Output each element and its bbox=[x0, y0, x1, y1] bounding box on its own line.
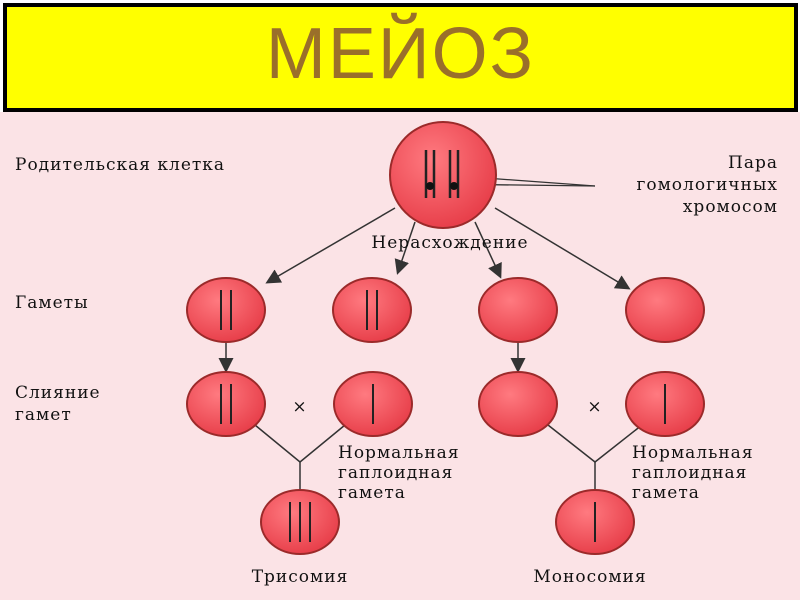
label-gametes: Гаметы bbox=[15, 293, 89, 313]
label-nondisjunction: Нерасхождение bbox=[371, 233, 528, 253]
label-normal-left-line2: гаплоидная bbox=[338, 463, 453, 483]
label-normal-right-line1: Нормальная bbox=[632, 443, 754, 463]
label-normal-left-line1: Нормальная bbox=[338, 443, 460, 463]
label-fusion-line1: Слияние bbox=[15, 383, 101, 403]
label-fusion-line2: гамет bbox=[15, 405, 72, 425]
gamete-4 bbox=[625, 277, 705, 343]
label-normal-left-line3: гамета bbox=[338, 483, 406, 503]
fusion-gamete-left-normal bbox=[333, 371, 413, 437]
label-pair-line3: хромосом bbox=[683, 197, 778, 217]
cross-symbol-right: × bbox=[587, 397, 602, 417]
label-parent-cell: Родительская клетка bbox=[15, 155, 225, 175]
label-normal-right-line3: гамета bbox=[632, 483, 700, 503]
trisomy-cell bbox=[260, 489, 340, 555]
gamete-to-fusion-arrows bbox=[218, 340, 526, 373]
gamete-1 bbox=[186, 277, 266, 343]
centromere-left bbox=[426, 182, 434, 190]
label-trisomy: Трисомия bbox=[252, 567, 349, 587]
page-title: МЕЙОЗ bbox=[265, 14, 536, 94]
parent-to-gamete-arrows bbox=[265, 207, 631, 290]
parent-cell bbox=[389, 121, 497, 229]
label-pair-line1: Пара bbox=[728, 153, 778, 173]
fusion-gamete-left-disomic bbox=[186, 371, 266, 437]
cross-symbol-left: × bbox=[292, 397, 307, 417]
centromere-right bbox=[450, 182, 458, 190]
label-monosomy: Моносомия bbox=[533, 567, 646, 587]
fusion-connectors bbox=[254, 424, 643, 492]
gamete-3 bbox=[478, 277, 558, 343]
gamete-2 bbox=[332, 277, 412, 343]
label-pair-line2: гомологичных bbox=[636, 175, 778, 195]
title-bar: МЕЙОЗ bbox=[3, 3, 798, 112]
label-normal-right-line2: гаплоидная bbox=[632, 463, 747, 483]
fusion-gamete-right-nullisomic bbox=[478, 371, 558, 437]
fusion-gamete-right-normal bbox=[625, 371, 705, 437]
monosomy-cell bbox=[555, 489, 635, 555]
